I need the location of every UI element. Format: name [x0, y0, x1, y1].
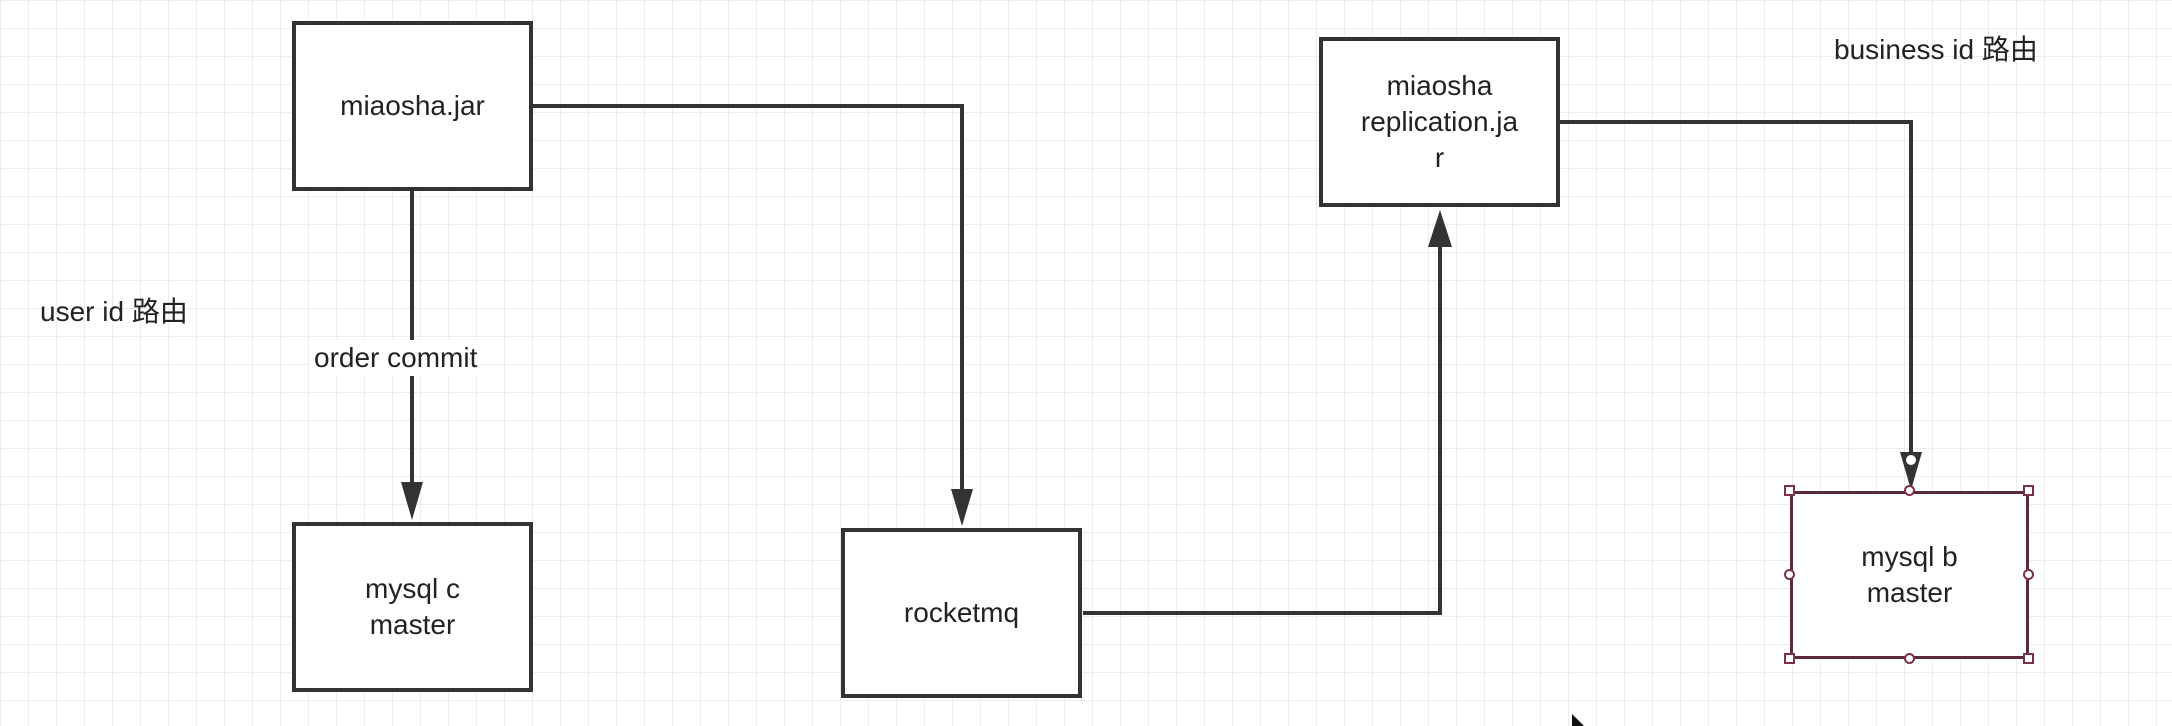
node-replication-line-2: replication.ja [1360, 106, 1519, 137]
edge-miaosha-to-rocketmq[interactable] [532, 104, 964, 497]
user-id-route-label[interactable]: user id 路由 [40, 296, 188, 327]
resize-handle-right[interactable] [2023, 569, 2034, 580]
node-rocketmq-label: rocketmq [903, 597, 1020, 628]
resize-handle-bottom[interactable] [1904, 653, 1915, 664]
arrow-hover-marker [1904, 453, 1918, 467]
node-mysql-b-line-2: master [1866, 577, 1953, 608]
node-miaosha-replication-jar[interactable]: miaosha replication.ja r [1319, 37, 1560, 207]
resize-handle-top[interactable] [1904, 485, 1915, 496]
order-commit-edge-label[interactable]: order commit [310, 340, 482, 376]
mouse-pointer-icon [1572, 714, 1584, 726]
arrowhead-replication [1428, 210, 1452, 247]
node-miaosha-jar[interactable]: miaosha.jar [292, 21, 533, 191]
node-mysql-b-master[interactable]: mysql b master [1790, 491, 2029, 659]
resize-handle-top-right[interactable] [2023, 485, 2034, 496]
node-replication-line-3: r [1434, 142, 1445, 173]
node-mysql-c-line-2: master [369, 609, 456, 640]
resize-handle-top-left[interactable] [1784, 485, 1795, 496]
edge-replication-to-mysql-b[interactable] [1560, 120, 1913, 452]
resize-handle-left[interactable] [1784, 569, 1795, 580]
business-id-route-label[interactable]: business id 路由 [1834, 34, 2038, 65]
arrowhead-rocketmq [951, 489, 973, 526]
resize-handle-bottom-right[interactable] [2023, 653, 2034, 664]
arrowhead-mysql-c [401, 482, 423, 520]
edge-rocketmq-to-replication[interactable] [1083, 245, 1442, 615]
node-rocketmq[interactable]: rocketmq [841, 528, 1082, 698]
node-mysql-c-line-1: mysql c [365, 573, 460, 604]
node-mysql-b-line-1: mysql b [1861, 541, 1958, 572]
resize-handle-bottom-left[interactable] [1784, 653, 1795, 664]
node-replication-line-1: miaosha [1386, 70, 1493, 101]
node-mysql-c-master[interactable]: mysql c master [292, 522, 533, 692]
node-miaosha-jar-label: miaosha.jar [340, 90, 485, 121]
